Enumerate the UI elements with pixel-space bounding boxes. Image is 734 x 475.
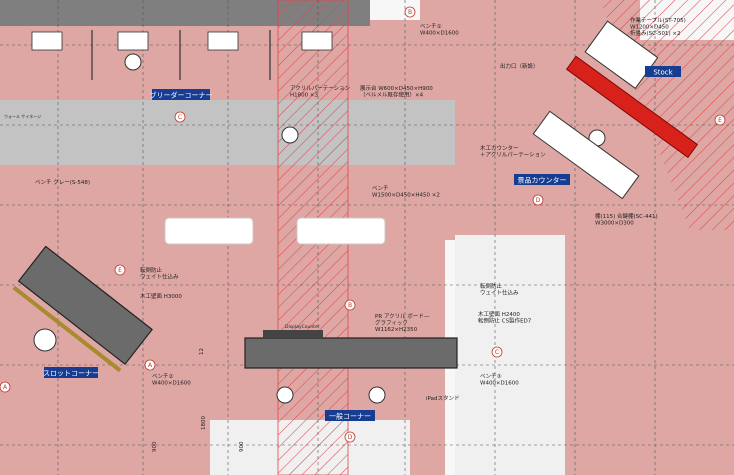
annotation-ipad-stand: iPadスタンド (426, 394, 459, 402)
grid-marker-label: E (718, 117, 722, 124)
annotation-small-box: ウォール サイネージ (4, 113, 41, 119)
breeder-label: ブリーダーコーナー (150, 91, 213, 100)
shelf-4 (301, 31, 333, 51)
grid-marker-circle (532, 194, 544, 206)
grid-marker-circle (144, 359, 156, 371)
stock-area (565, 55, 699, 159)
annotation-bench-gray: ベンチ グレー(S-548) (35, 178, 90, 186)
shelf-2 (117, 31, 149, 51)
person-icon (33, 328, 57, 352)
grid-marker-label: D (536, 197, 541, 204)
slot-counter-body (17, 245, 153, 366)
grid-marker-circle (344, 299, 356, 311)
gift-counter (532, 110, 640, 200)
slot-label-bg (44, 367, 98, 378)
grid-marker-circle (344, 431, 356, 443)
benches (164, 217, 386, 245)
grid-marker-label: B (348, 302, 352, 309)
display-counter (244, 337, 458, 369)
gift-counter-body (532, 110, 640, 200)
annotation-anti-tip: 転倒防止ウェイト仕込み (140, 266, 179, 281)
dimension-labels: 900 1800 900 12 (152, 348, 245, 452)
annotation-anti-tip-2: 転倒防止ウェイト仕込み (480, 282, 519, 297)
zone-labels: ブリーダーコーナー 景品カウンター スロットコーナー 一般コーナー Stock (43, 66, 681, 421)
aisle-horizontal (0, 100, 455, 165)
stock-label: Stock (653, 69, 673, 77)
grid-marker-label: E (118, 267, 122, 274)
grid-marker-circle (174, 111, 186, 123)
display-counter-top (263, 330, 323, 338)
grid-marker-circle (491, 346, 503, 358)
shelf-1 (31, 31, 63, 51)
grid-markers: B C D E A A B C D E (0, 6, 726, 443)
dimension-label: 900 (239, 441, 245, 452)
annotation-counter-top: DisplayCounter (285, 324, 320, 330)
grid-marker-circle (0, 381, 11, 393)
grid-marker-label: D (348, 434, 353, 441)
slot-label: スロットコーナー (43, 370, 99, 378)
annotation-wood-counter: 木工カウンター＋アクリルパーテーション (480, 144, 546, 159)
annotation-display-shelf: 展示台 W600×D450×H900（ベルメル既存使用）×4 (360, 84, 433, 99)
slot-counter-edge (12, 285, 122, 373)
general-label-bg (325, 410, 375, 421)
grid-marker-circle (114, 264, 126, 276)
annotation-output-exit: 出力口（新設） (500, 62, 539, 70)
grid-marker-label: A (3, 384, 8, 391)
grid-marker-label: A (148, 362, 153, 369)
annotation-wood-wall: 木工壁面 H3000 (140, 292, 182, 300)
gift-label-bg (514, 174, 570, 185)
grid-marker-circle (404, 6, 416, 18)
dimension-label: 12 (199, 348, 205, 355)
bench-right-center (296, 217, 386, 245)
grid-marker-label: B (408, 9, 412, 16)
annotation-cabinet: 棚(115) 合鍵棚(SC-441)W3000×D300 (595, 212, 658, 227)
grid-marker-circle (714, 114, 726, 126)
dimension-label: 900 (152, 441, 158, 452)
floor-zone-right-lower (565, 230, 734, 475)
general-label: 一般コーナー (329, 412, 371, 421)
person-icon (281, 126, 299, 144)
display-shelves (31, 30, 333, 80)
bench-left-center (164, 217, 254, 245)
gift-label: 景品カウンター (518, 176, 567, 185)
person-icon (124, 53, 142, 71)
people-figures (33, 53, 606, 404)
grid-marker-label: C (178, 114, 182, 121)
person-icon (276, 386, 294, 404)
breeder-label-bg (152, 89, 210, 100)
stock-bar (565, 55, 699, 159)
aisle-right-white (455, 235, 565, 475)
shelf-3 (207, 31, 239, 51)
grid-marker-label: C (495, 349, 499, 356)
slot-counter (12, 245, 153, 373)
stock-label-bg (645, 66, 681, 77)
dimension-label: 1800 (201, 416, 207, 430)
person-icon (368, 386, 386, 404)
